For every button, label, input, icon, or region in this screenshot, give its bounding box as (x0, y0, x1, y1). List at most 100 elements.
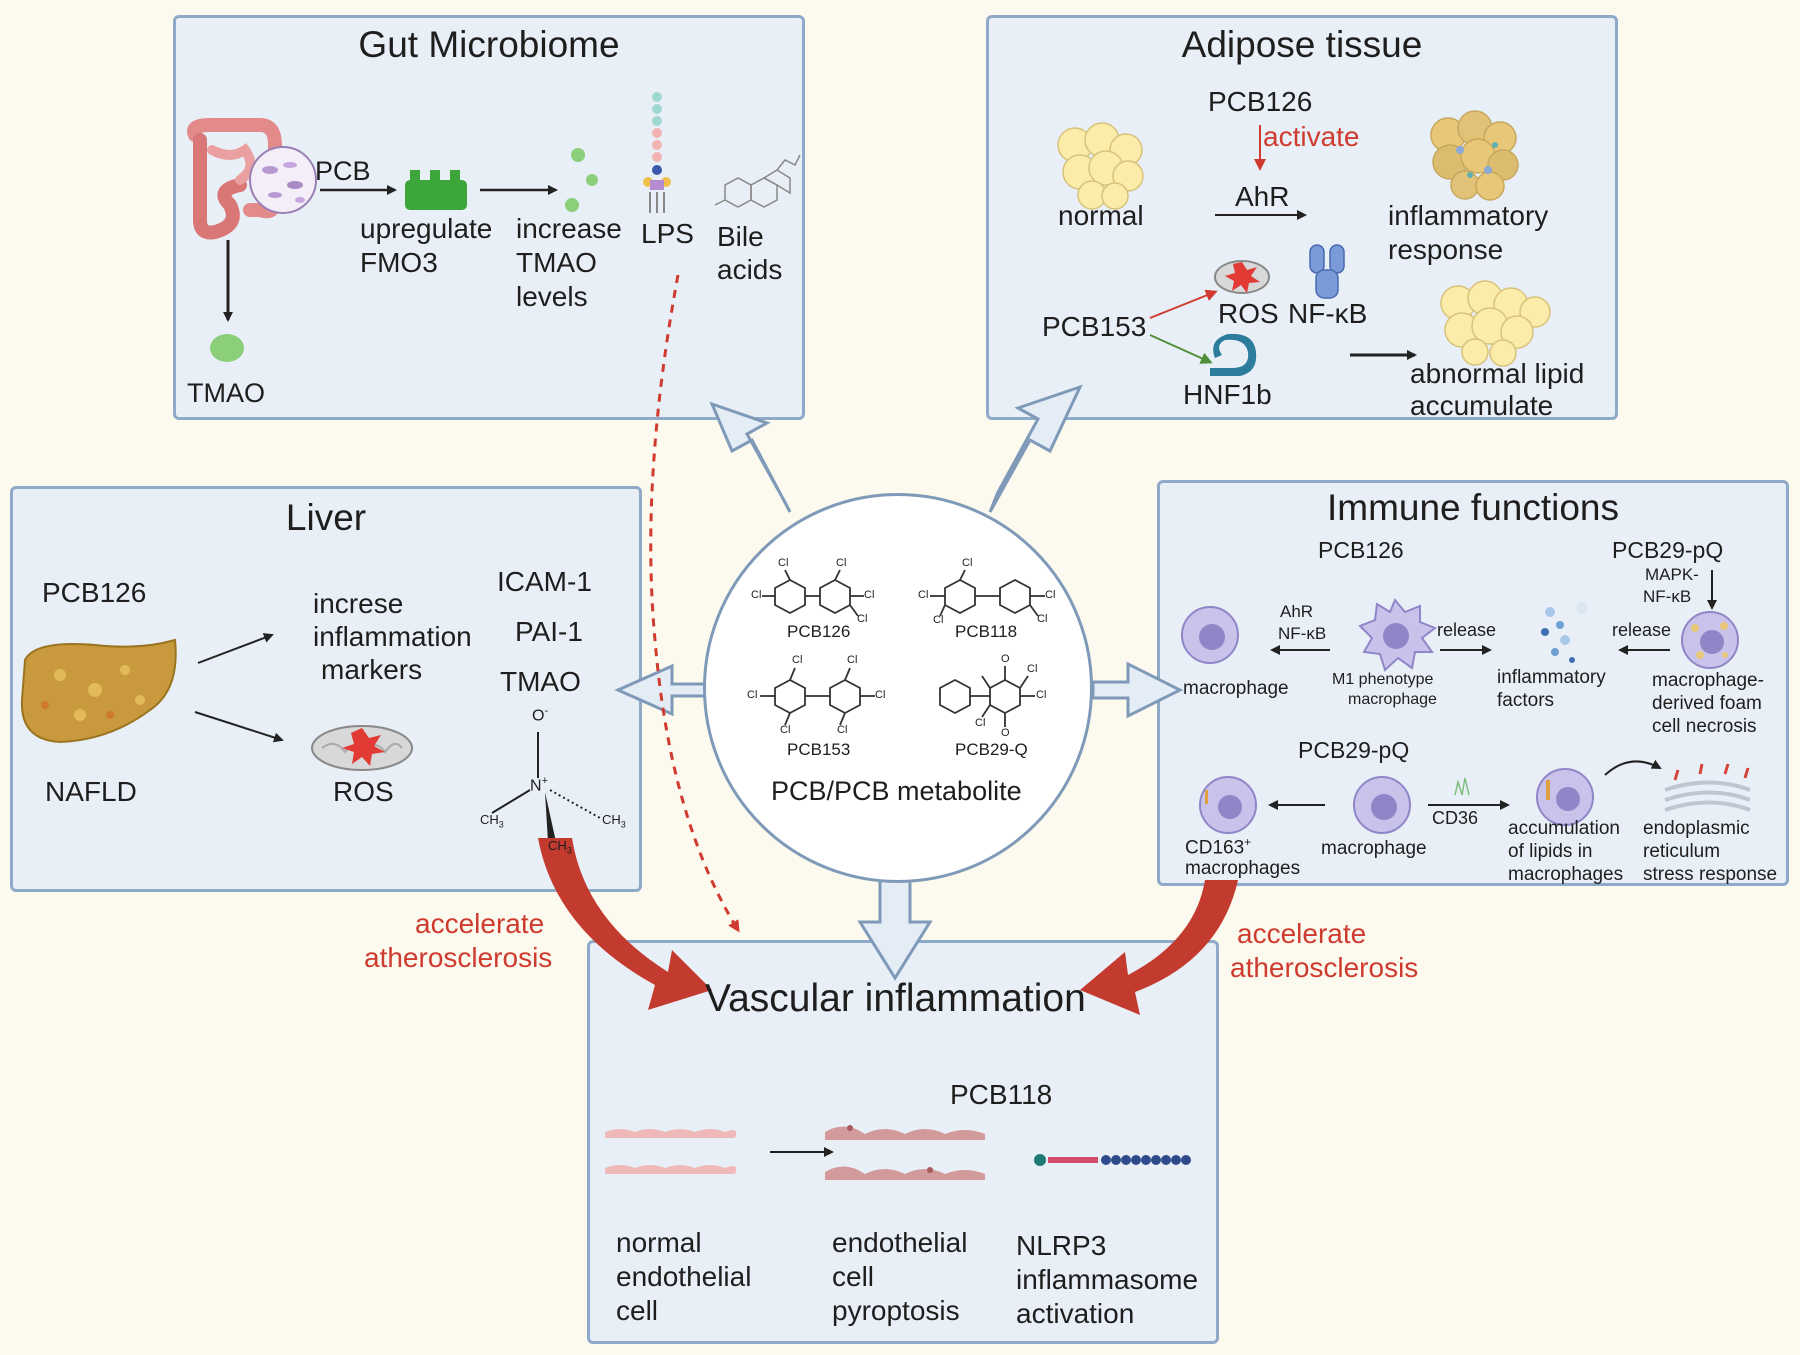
pyroptosis-label-1: endothelial (832, 1227, 968, 1258)
cl-atom: Cl (780, 724, 791, 736)
arrow-to-liver (614, 663, 708, 717)
pyroptotic-endothelium-icon (825, 1125, 985, 1180)
accelerate-right-label-2: atherosclerosis (1230, 952, 1419, 983)
cl-atom: Cl (792, 654, 803, 666)
lps-to-vascular-dashed-arrow (649, 274, 740, 933)
adipose-nfkb-label: NF-κB (1288, 298, 1368, 329)
increase-label: increase (516, 213, 622, 244)
pyroptosis-label-3: pyroptosis (832, 1295, 960, 1326)
accelerate-arrow-right (1080, 880, 1238, 1015)
cl-atom: Cl (875, 689, 886, 701)
nlrp3-label-2: inflammasome (1016, 1264, 1199, 1295)
cl-atom: Cl (864, 589, 875, 601)
hnf1b-protein-icon (1210, 333, 1257, 376)
liver-ros-mitochondria-icon (311, 725, 413, 771)
immune-ahr-label: AhR (1280, 602, 1314, 621)
accelerate-arrow-left (538, 838, 712, 1010)
liver-title: Liver (285, 497, 367, 538)
macrophage-icon-2 (1353, 776, 1411, 834)
inflammatory-factors-label-1: inflammatory (1497, 667, 1606, 688)
accelerate-left-label-2: atherosclerosis (364, 942, 553, 973)
pyroptosis-label-2: cell (832, 1261, 875, 1292)
nafld-label: NAFLD (45, 776, 137, 807)
immune-pcb126-label: PCB126 (1318, 537, 1404, 563)
tmao-methyl-bottom: CH3 (548, 838, 572, 856)
accelerate-right-label-1: accelerate (1237, 918, 1367, 949)
foam-cell-label-3: cell necrosis (1652, 716, 1757, 737)
tmao-nitrogen-atom: N+ (530, 775, 548, 795)
gut-microbiome-title: Gut Microbiome (358, 24, 620, 65)
levels-label: levels (516, 281, 588, 312)
lps-label: LPS (641, 218, 694, 249)
accumulate-label: accumulate (1410, 390, 1554, 421)
macrophage-icon-1 (1181, 606, 1239, 664)
gut-pcb-label: PCB (315, 156, 371, 186)
normal-endothelial-label-1: normal (616, 1227, 702, 1258)
pcb29q-structure (939, 666, 1035, 727)
inflammatory-label: inflammatory (1388, 200, 1549, 231)
cd36-label: CD36 (1432, 808, 1479, 828)
cl-atom: Cl (747, 689, 758, 701)
foam-cell-label-2: derived foam (1652, 693, 1762, 714)
pcb153-structure (760, 667, 875, 726)
lipid-accumulation-label-2: of lipids in (1508, 841, 1593, 862)
macrophage-label-1: macrophage (1183, 678, 1289, 699)
tmao-methyl-left: CH3 (480, 812, 504, 830)
er-stress-label-1: endoplasmic (1643, 818, 1750, 839)
arrow-to-adipose (988, 384, 1083, 513)
er-stress-label-2: reticulum (1643, 841, 1721, 862)
cl-atom: Cl (975, 717, 986, 729)
center-title: PCB/PCB metabolite (771, 776, 1022, 806)
lipid-laden-macrophage-icon (1536, 768, 1594, 826)
cd163-macrophages-label: macrophages (1185, 858, 1301, 879)
accelerate-left-label-1: accelerate (415, 908, 545, 939)
tmao-structure-icon (491, 732, 539, 814)
vascular-inflammation-title: Vascular inflammation (705, 977, 1086, 1020)
icam-label: ICAM-1 (497, 566, 592, 597)
mapk-label: MAPK- (1645, 565, 1699, 584)
normal-adipocytes-icon (1057, 122, 1144, 210)
cl-atom: Cl (1027, 663, 1038, 675)
cl-atom: Cl (1045, 589, 1056, 601)
ros-mitochondria-icon (1214, 260, 1270, 294)
immune-pcb29pq-top-label: PCB29-pQ (1612, 537, 1724, 563)
pcb-center-circle (703, 493, 1093, 883)
activate-label: activate (1263, 121, 1360, 152)
arrow-to-vascular (857, 878, 933, 981)
lps-icon (643, 92, 671, 213)
nlrp3-label-3: activation (1016, 1298, 1135, 1329)
pcb118-molecule-label: PCB118 (955, 622, 1018, 641)
cd163-macrophage-icon (1199, 776, 1257, 834)
adipose-ros-label: ROS (1218, 298, 1279, 329)
markers-label: markers (321, 654, 423, 685)
nf-kb-protein-icon (1309, 244, 1345, 299)
immune-functions-title: Immune functions (1326, 487, 1620, 528)
cl-atom: Cl (836, 557, 847, 569)
cl-atom: Cl (847, 654, 858, 666)
cd36-receptor-icon (1454, 777, 1470, 796)
bile-acid-structure-icon (714, 154, 801, 208)
lipid-accumulation-label-3: macrophages (1508, 864, 1624, 885)
fatty-liver-icon (20, 638, 177, 744)
cl-atom: Cl (1036, 689, 1047, 701)
enlarged-adipocytes-icon (1440, 280, 1551, 367)
normal-endothelial-label-2: endothelial (616, 1261, 752, 1292)
response-label: response (1388, 234, 1504, 265)
tmao-oxygen-atom: O- (532, 705, 549, 725)
arrow-to-immune (1091, 661, 1184, 719)
cl-atom: Cl (918, 589, 929, 601)
immune-pcb29pq-mid-label: PCB29-pQ (1298, 737, 1410, 763)
release-label-2: release (1612, 620, 1672, 640)
pcb29q-molecule-label: PCB29-Q (955, 740, 1028, 759)
vascular-pcb118-label: PCB118 (950, 1079, 1053, 1110)
normal-label: normal (1058, 200, 1144, 231)
pcb126-structure (762, 569, 864, 617)
pcb118-structure (930, 569, 1045, 617)
lipid-accumulation-label-1: accumulation (1508, 818, 1620, 839)
arrow-to-gut (709, 401, 792, 513)
liver-pcb126-label: PCB126 (42, 577, 147, 608)
fmo3-label: FMO3 (360, 247, 438, 278)
foam-cell-label-1: macrophage- (1652, 670, 1764, 691)
adipose-ahr-label: AhR (1235, 181, 1290, 212)
